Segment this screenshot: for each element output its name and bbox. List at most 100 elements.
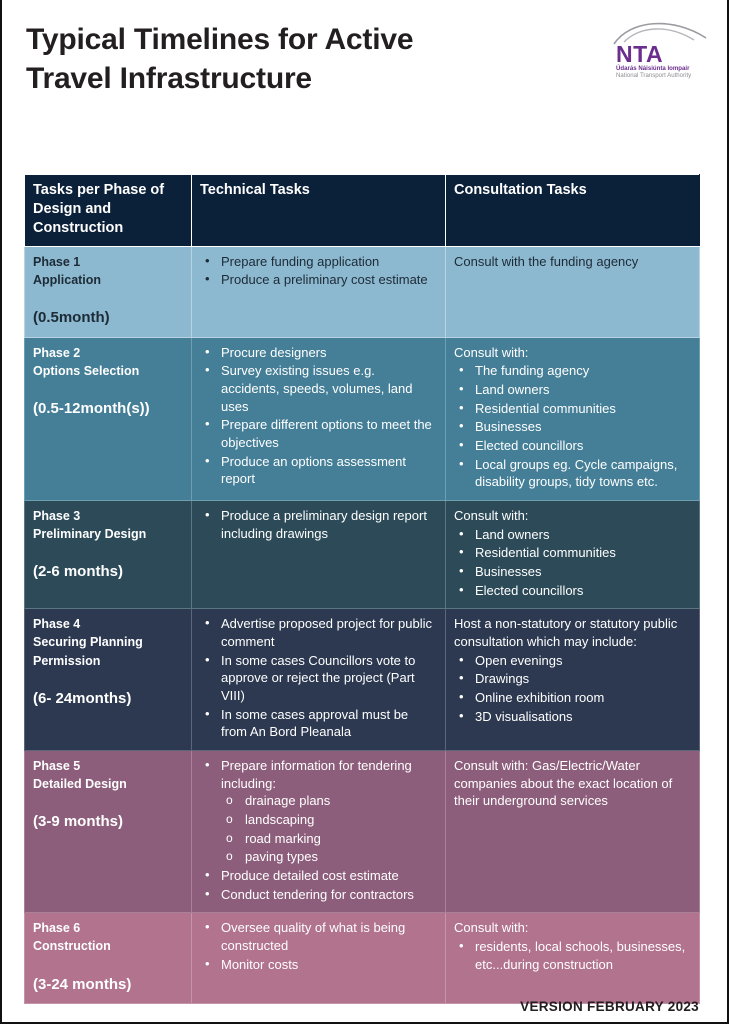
consultation-tasks-cell: Consult with:residents, local schools, b… (445, 912, 700, 1005)
bullet-item: residents, local schools, businesses, et… (454, 937, 691, 973)
cell-lead-text: Consult with the funding agency (454, 253, 639, 269)
bullet-item: Survey existing issues e.g. accidents, s… (200, 361, 437, 415)
table-head: Tasks per Phase of Design and Constructi… (24, 174, 700, 247)
bullet-item: Produce detailed cost estimate (200, 866, 437, 885)
table-header-row: Tasks per Phase of Design and Constructi… (24, 174, 700, 247)
bullet-list: Advertise proposed project for public co… (200, 614, 437, 741)
bullet-item: Drawings (454, 669, 691, 688)
bullet-list: Produce a preliminary design report incl… (200, 506, 437, 542)
bullet-item: 3D visualisations (454, 707, 691, 726)
table-row: Phase 4 Securing Planning Permission (6- 2… (24, 608, 700, 751)
phase-label: Phase 3 (33, 508, 81, 523)
phase-duration: (3-9 months) (33, 813, 123, 831)
sub-bullet-item: drainage plans (221, 792, 437, 810)
table-row: Phase 6 Construction (3-24 months) Oversee … (24, 912, 700, 1005)
bullet-item: Open evenings (454, 651, 691, 670)
page-title: Typical Timelines for Active Travel Infr… (26, 20, 586, 98)
nta-logo: NTA Údarás Náisiúnta Iompair National Tr… (610, 18, 710, 80)
bullet-item: In some cases Councillors vote to approv… (200, 651, 437, 705)
bullet-item: Conduct tendering for contractors (200, 885, 437, 904)
technical-tasks-cell: Prepare information for tendering includ… (191, 749, 446, 914)
bullet-item: Produce an options assessment report (200, 452, 437, 488)
bullet-item: Businesses (454, 562, 691, 581)
bullet-item: Residential communities (454, 543, 691, 562)
phase-label: Phase 2 (33, 345, 81, 360)
bullet-item: Residential communities (454, 399, 691, 418)
column-header-consultation: Consultation Tasks (445, 174, 700, 247)
bullet-item: Elected councillors (454, 581, 691, 600)
bullet-list: Prepare information for tendering includ… (200, 756, 437, 904)
phase-duration: (0.5month) (33, 308, 110, 326)
cell-lead-text: Consult with: (454, 344, 529, 360)
column-header-phase: Tasks per Phase of Design and Constructi… (24, 174, 192, 247)
phase-duration: (6- 24months) (33, 689, 132, 707)
phase-cell: Phase 5 Detailed Design (3-9 months) (24, 749, 192, 914)
document-header: Typical Timelines for Active Travel Infr… (2, 0, 727, 150)
phase-label: Phase 4 (33, 617, 81, 632)
bullet-item: Advertise proposed project for public co… (200, 614, 437, 650)
consultation-tasks-cell: Consult with:The funding agencyLand owne… (445, 336, 700, 501)
bullet-item: Land owners (454, 380, 691, 399)
bullet-item: Prepare different options to meet the ob… (200, 415, 437, 451)
bullet-item: Oversee quality of what is being constru… (200, 918, 437, 954)
table-body: Phase 1 Application (0.5month) Prepare fund… (24, 245, 700, 1005)
sub-bullet-list: drainage planslandscapingroad markingpav… (221, 792, 437, 866)
bullet-item: Produce a preliminary design report incl… (200, 506, 437, 542)
bullet-item: In some cases approval must be from An B… (200, 705, 437, 741)
cell-lead-text: Consult with: Gas/Electric/Water compani… (454, 757, 673, 809)
version-note: VERSION FEBRUARY 2023 (520, 999, 699, 1014)
phase-name: Securing Planning Permission (33, 635, 143, 668)
svg-text:National Transport Authority: National Transport Authority (616, 72, 692, 79)
technical-tasks-cell: Prepare funding applicationProduce a pre… (191, 245, 446, 338)
cell-lead-text: Consult with: (454, 507, 529, 523)
bullet-list: Land ownersResidential communitiesBusine… (454, 525, 691, 600)
phase-label: Phase 6 (33, 921, 81, 936)
sub-bullet-item: road marking (221, 830, 437, 848)
phase-label: Phase 5 (33, 758, 81, 773)
bullet-list: Open eveningsDrawingsOnline exhibition r… (454, 651, 691, 726)
phase-cell: Phase 6 Construction (3-24 months) (24, 912, 192, 1005)
phase-name: Preliminary Design (33, 527, 147, 542)
phase-cell: Phase 1 Application (0.5month) (24, 245, 192, 338)
timelines-table: Tasks per Phase of Design and Constructi… (24, 174, 700, 1005)
cell-lead-text: Consult with: (454, 920, 529, 936)
phase-label: Phase 1 (33, 254, 81, 269)
table-row: Phase 1 Application (0.5month) Prepare fund… (24, 245, 700, 338)
bullet-list: Oversee quality of what is being constru… (200, 918, 437, 974)
svg-text:Údarás Náisiúnta Iompair: Údarás Náisiúnta Iompair (616, 65, 690, 72)
bullet-item: Prepare funding application (200, 252, 437, 271)
table-row: Phase 3 Preliminary Design (2-6 months) Pro… (24, 499, 700, 610)
technical-tasks-cell: Produce a preliminary design report incl… (191, 499, 446, 610)
cell-lead-text: Host a non-statutory or statutory public… (454, 616, 678, 649)
column-header-technical: Technical Tasks (191, 174, 446, 247)
sub-bullet-item: landscaping (221, 811, 437, 829)
phase-duration: (3-24 months) (33, 975, 132, 993)
page-title-line-1: Typical Timelines for Active (26, 23, 414, 56)
bullet-item: Prepare information for tendering includ… (200, 756, 437, 866)
page-title-line-2: Travel Infrastructure (26, 62, 312, 95)
technical-tasks-cell: Advertise proposed project for public co… (191, 608, 446, 751)
phase-duration: (2-6 months) (33, 563, 123, 581)
bullet-item: The funding agency (454, 361, 691, 380)
svg-text:NTA: NTA (616, 41, 663, 67)
phase-cell: Phase 4 Securing Planning Permission (6- 2… (24, 608, 192, 751)
sub-bullet-item: paving types (221, 848, 437, 866)
bullet-item: Land owners (454, 525, 691, 544)
consultation-tasks-cell: Consult with: Gas/Electric/Water compani… (445, 749, 700, 914)
bullet-list: The funding agencyLand ownersResidential… (454, 361, 691, 491)
bullet-item: Businesses (454, 417, 691, 436)
bullet-item: Monitor costs (200, 955, 437, 974)
bullet-item: Elected councillors (454, 436, 691, 455)
bullet-list: Procure designersSurvey existing issues … (200, 343, 437, 488)
bullet-item: Local groups eg. Cycle campaigns, disabi… (454, 455, 691, 491)
bullet-item: Produce a preliminary cost estimate (200, 270, 437, 289)
technical-tasks-cell: Oversee quality of what is being constru… (191, 912, 446, 1005)
phase-name: Construction (33, 939, 111, 954)
consultation-tasks-cell: Consult with: Land ownersResidential comm… (445, 499, 700, 610)
phase-name: Detailed Design (33, 777, 127, 792)
bullet-list: Prepare funding applicationProduce a pre… (200, 252, 437, 289)
bullet-item: Online exhibition room (454, 688, 691, 707)
phase-name: Application (33, 272, 102, 287)
